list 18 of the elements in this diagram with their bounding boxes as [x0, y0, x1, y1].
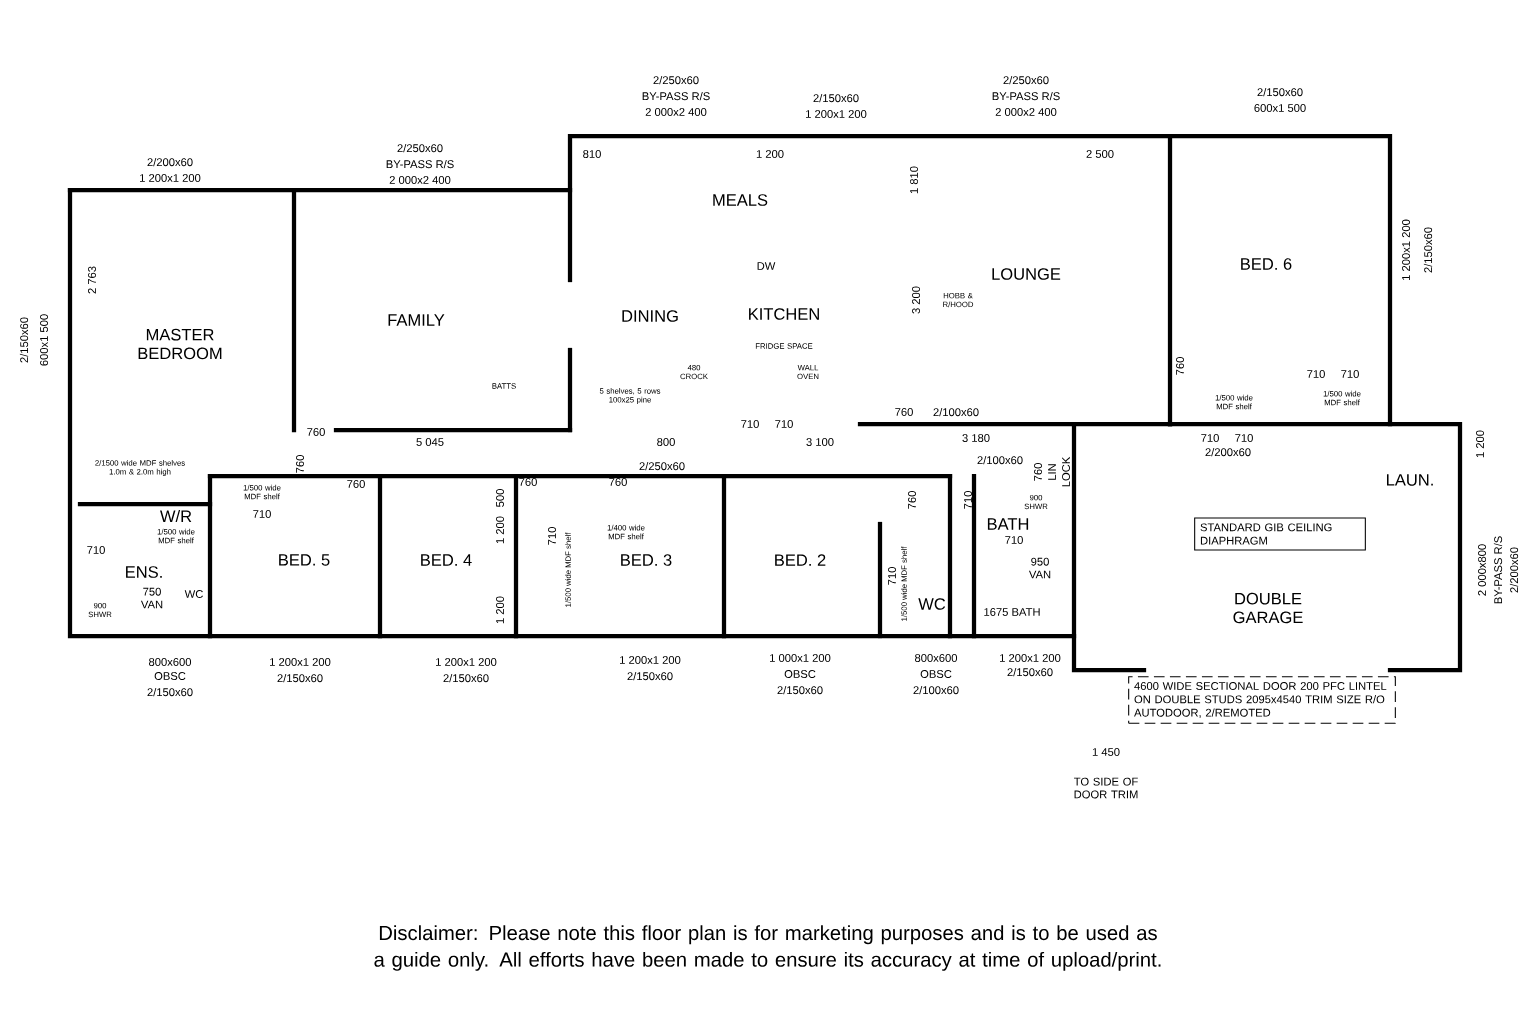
room-label: DINING: [622, 310, 678, 322]
room-label: LOUNGE: [992, 268, 1061, 280]
room-label: BED. 6: [1241, 258, 1292, 270]
room-label: MEALS: [713, 194, 768, 206]
room-label: MASTER BEDROOM: [138, 328, 222, 360]
room-label: DOUBLE GARAGE: [1233, 592, 1303, 624]
room-label: BED. 5: [279, 554, 330, 566]
room-label: WC: [918, 598, 946, 610]
room-label: BED. 3: [621, 554, 672, 566]
room-label: BED. 2: [775, 554, 826, 566]
room-label: KITCHEN: [749, 308, 819, 320]
room-label: LAUN.: [1387, 474, 1433, 486]
room-label: FAMILY: [388, 314, 445, 326]
disclaimer-text: Disclaimer: Please note this floor plan is for marketing purposes and is to be used as a guide only. All efforts have been made to ensure its accuracy at time of upload/print.: [374, 925, 1161, 971]
room-label: ENS.: [126, 566, 162, 578]
room-label: W/R: [160, 509, 192, 523]
room-label: BED. 4: [421, 554, 472, 566]
room-label: BATH: [987, 518, 1029, 530]
